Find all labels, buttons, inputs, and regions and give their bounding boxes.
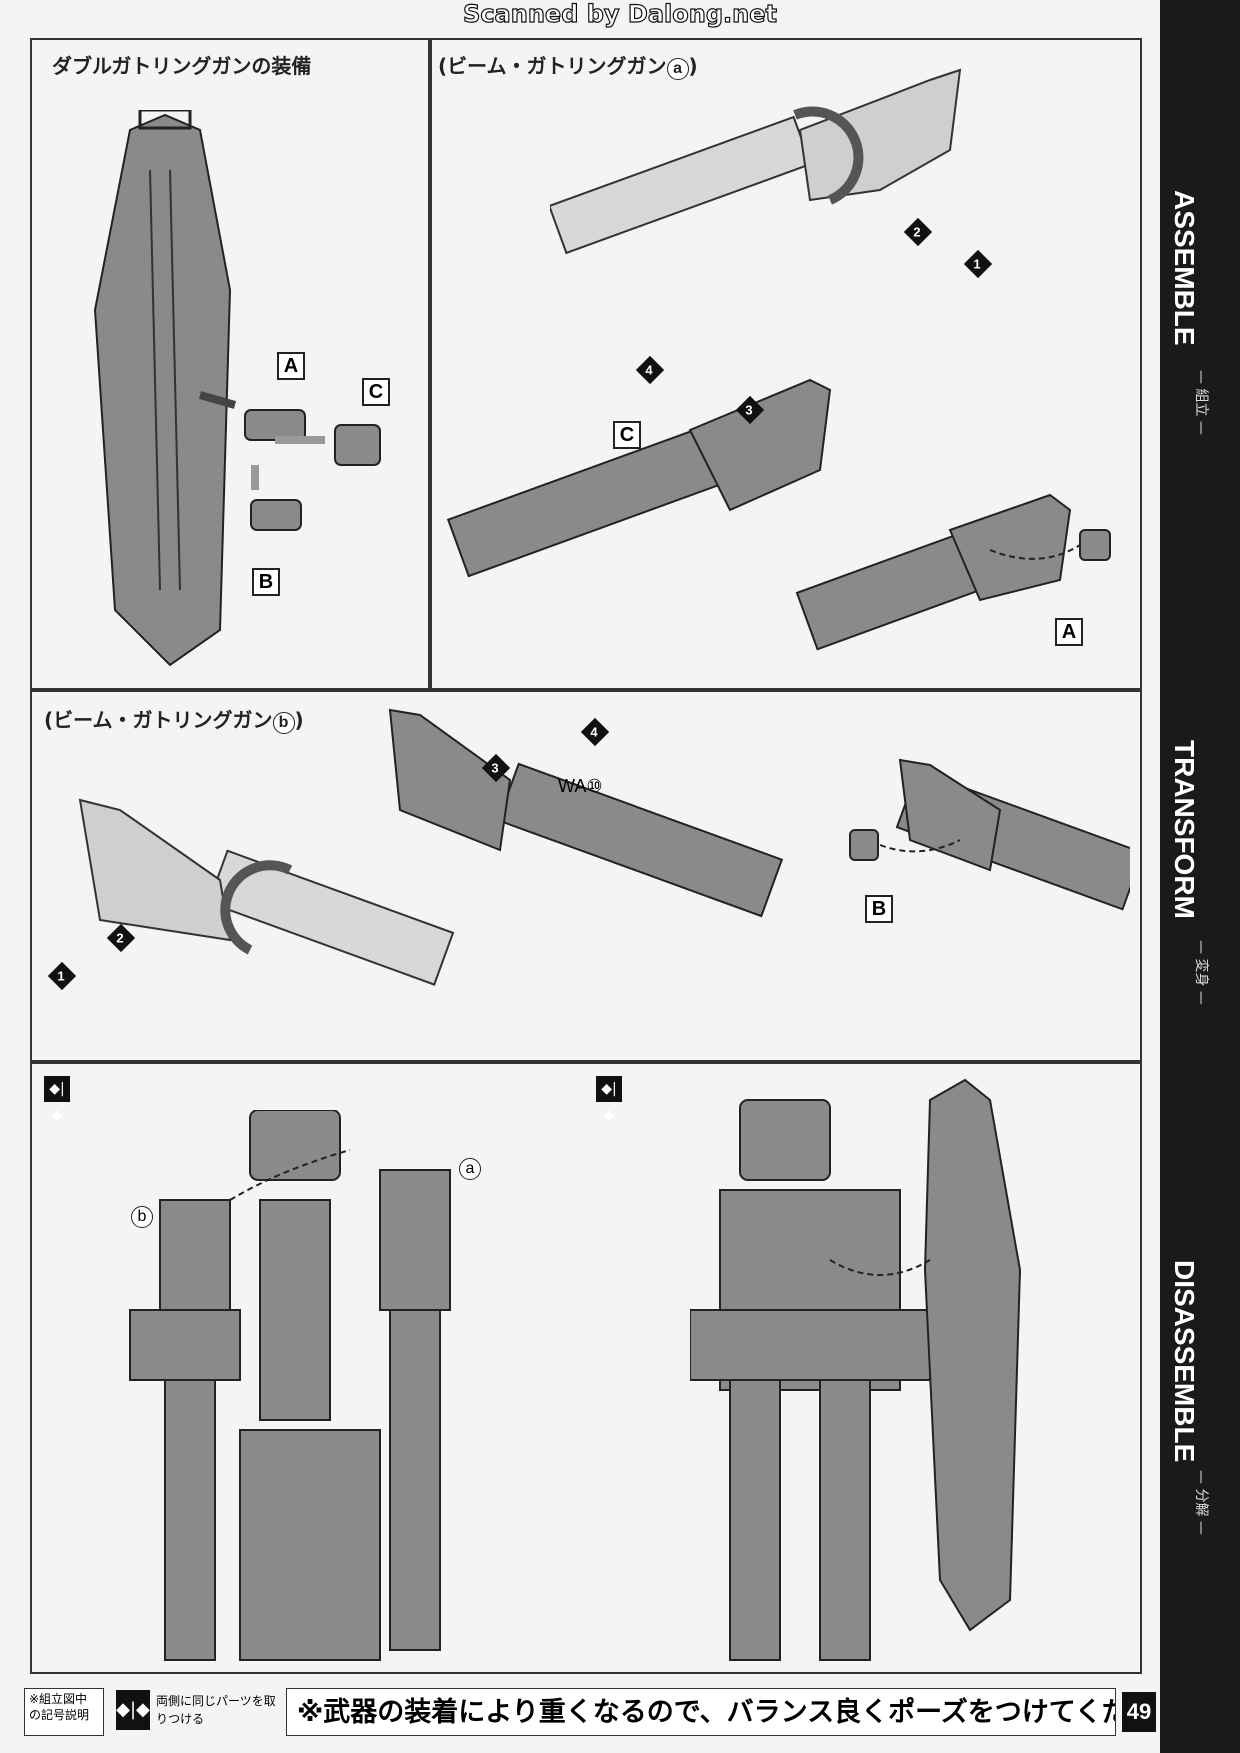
variant-a-marker: a	[666, 58, 689, 80]
part-label-a: A	[277, 352, 305, 380]
legend-text: 両側に同じパーツを取りつける	[156, 1694, 276, 1726]
panel-double-gatling	[30, 38, 432, 692]
title-text: (ビーム・ガトリングガン	[438, 54, 667, 78]
part-label-c: C	[362, 378, 390, 406]
gatling-b-assembled-illustration	[388, 708, 784, 918]
part-label-b-2: B	[865, 895, 893, 923]
variant-b-marker: b	[272, 712, 295, 734]
title-close: )	[688, 54, 698, 78]
assembly-arrows-1	[198, 391, 325, 490]
title-text: (ビーム・ガトリングガン	[44, 708, 273, 732]
sidebar-transform-sub: — 変身 —	[1193, 940, 1209, 1005]
shield-illustration	[93, 110, 232, 667]
sidebar-assemble-sub: — 組立 —	[1193, 370, 1209, 435]
section-sidebar: ASSEMBLE — 組立 — TRANSFORM — 変身 — DISASSE…	[1160, 0, 1240, 1753]
backpack-assembled-illustration	[690, 1078, 1022, 1661]
sidebar-disassemble-sub: — 分解 —	[1193, 1470, 1209, 1535]
circle-label-b: b	[131, 1206, 153, 1228]
circle-label-a: a	[459, 1158, 481, 1180]
panel-beam-gatling-a	[428, 38, 1142, 692]
sidebar-disassemble-label: DISASSEMBLE	[1169, 1260, 1200, 1463]
page-number: 49	[1122, 1692, 1156, 1732]
part-label-a-2: A	[1055, 618, 1083, 646]
part-label-b: B	[252, 568, 280, 596]
part-c-illustration	[334, 424, 381, 466]
both-sides-icon-2: ◆|◆	[596, 1076, 622, 1123]
part-code-wa10: WA⑩	[558, 776, 603, 796]
weight-notice: ※武器の装着により重くなるので、バランス良くポーズをつけてください。	[286, 1688, 1116, 1736]
part-label-c-2: C	[613, 421, 641, 449]
panel-title-double-gatling: ダブルガトリングガンの装備	[52, 54, 312, 78]
backpack-exploded-illustration	[129, 1110, 451, 1661]
legend-label: ※組立図中の記号説明	[24, 1688, 104, 1736]
both-sides-icon: ◆|◆	[44, 1076, 70, 1123]
both-sides-legend-icon: ◆|◆	[116, 1690, 150, 1730]
panel-disassemble	[30, 1060, 1142, 1674]
gatling-a-assembled-illustration	[446, 378, 832, 578]
part-b-illustration	[250, 499, 302, 531]
gatling-b-part-b-attach	[849, 758, 1130, 911]
scan-watermark: Scanned by Dalong.net	[462, 0, 777, 29]
title-close: )	[294, 708, 304, 732]
sidebar-transform-label: TRANSFORM	[1169, 740, 1200, 919]
gatling-a-rotation-illustration	[550, 68, 962, 255]
page-footer: ※組立図中の記号説明 ◆|◆ 両側に同じパーツを取りつける ※武器の装着により重…	[24, 1680, 1156, 1740]
gatling-b-rotation-illustration	[78, 798, 455, 986]
panel-beam-gatling-b	[30, 688, 1142, 1064]
gatling-a-part-a-attach	[795, 493, 1111, 651]
sidebar-assemble-label: ASSEMBLE	[1169, 190, 1200, 346]
